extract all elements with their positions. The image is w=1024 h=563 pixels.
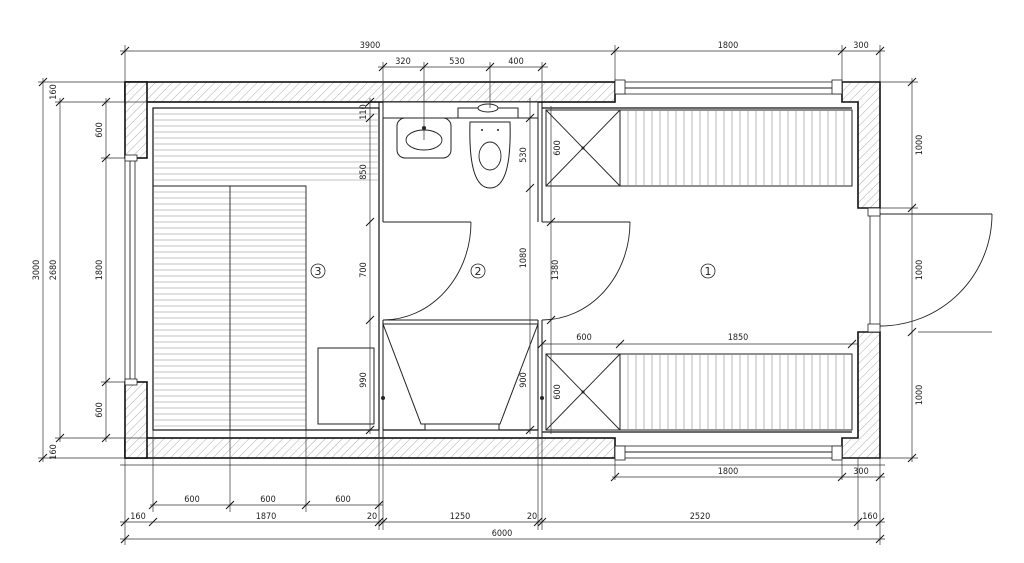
dim-left-160-top: 160 xyxy=(49,84,59,99)
dim-left-3000: 3000 xyxy=(32,260,42,281)
stove xyxy=(317,347,375,425)
dim-bottom-300: 300 xyxy=(853,467,868,477)
dim-top-3900: 3900 xyxy=(360,41,381,51)
dim-990: 990 xyxy=(359,372,369,387)
sauna-benches xyxy=(153,113,379,430)
dim-bottom-20-a: 20 xyxy=(367,512,377,522)
wall-left-upper xyxy=(124,81,148,159)
dim-1080: 1080 xyxy=(519,248,529,269)
dim-bottom-600-c: 600 xyxy=(335,495,350,505)
room-2-number: 2 xyxy=(475,265,482,278)
room-labels: 3 2 1 xyxy=(310,263,716,279)
dim-110: 110 xyxy=(359,104,369,119)
dim-left-1800: 1800 xyxy=(95,260,105,281)
windows xyxy=(124,79,843,461)
dressing-room-fixtures xyxy=(542,107,853,433)
dim-bottom-1800: 1800 xyxy=(718,467,739,477)
bathroom-fixtures xyxy=(382,101,539,431)
dim-top-320: 320 xyxy=(395,57,410,67)
dim-top-1800: 1800 xyxy=(718,41,739,51)
dim-shower-bottom-600: 600 xyxy=(553,384,563,399)
dim-left-2680: 2680 xyxy=(49,260,59,281)
shower xyxy=(382,323,539,425)
dim-bottom-1250: 1250 xyxy=(450,512,471,522)
dim-left-160-bottom: 160 xyxy=(49,444,59,459)
dimension-lines xyxy=(38,45,992,545)
dim-bottom-160-right: 160 xyxy=(862,512,877,522)
dim-bottom-600-b: 600 xyxy=(260,495,275,505)
doors xyxy=(382,207,993,333)
wall-left-lower xyxy=(124,381,148,459)
dim-shower-top-600: 600 xyxy=(553,140,563,155)
room-3-number: 3 xyxy=(315,265,322,278)
dim-top-300: 300 xyxy=(853,41,868,51)
dim-900: 900 xyxy=(519,372,529,387)
dim-1380: 1380 xyxy=(551,260,561,281)
dim-left-600-top: 600 xyxy=(95,122,105,137)
dim-bench-1850: 1850 xyxy=(728,333,749,343)
dim-bottom-1870: 1870 xyxy=(256,512,277,522)
dim-bottom-20-b: 20 xyxy=(527,512,537,522)
dim-right-1000-bottom: 1000 xyxy=(915,385,925,406)
dim-top-400: 400 xyxy=(508,57,523,67)
dim-bottom-600-a: 600 xyxy=(184,495,199,505)
room-1-number: 1 xyxy=(705,265,712,278)
dim-bottom-2520: 2520 xyxy=(690,512,711,522)
dim-left-600-bottom: 600 xyxy=(95,402,105,417)
dim-bench-600: 600 xyxy=(576,333,591,343)
dim-top-530: 530 xyxy=(449,57,464,67)
toilet xyxy=(469,121,511,189)
dim-700: 700 xyxy=(359,262,369,277)
dim-bottom-160-left: 160 xyxy=(130,512,145,522)
dim-right-1000-mid: 1000 xyxy=(915,260,925,281)
dimension-labels: 3900 1800 300 320 530 400 110 850 700 99… xyxy=(32,41,925,539)
dim-wc-530: 530 xyxy=(519,147,529,162)
wall-bottom xyxy=(124,437,616,459)
dim-right-1000-top: 1000 xyxy=(915,135,925,156)
dim-850: 850 xyxy=(359,164,369,179)
dim-bottom-6000: 6000 xyxy=(492,529,513,539)
